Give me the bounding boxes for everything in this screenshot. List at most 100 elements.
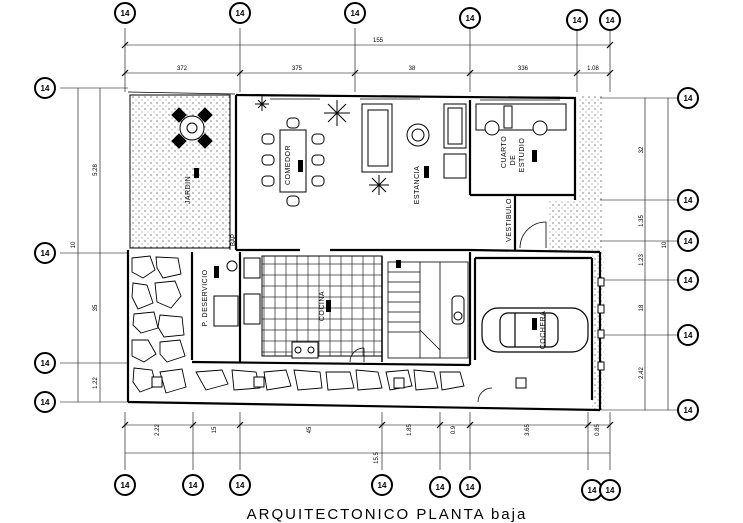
svg-text:14: 14 xyxy=(41,249,50,258)
axis-bubble: 14 xyxy=(371,474,393,496)
room-label-estancia: ESTANCIA xyxy=(414,166,421,205)
svg-text:14: 14 xyxy=(121,9,130,18)
room-markers xyxy=(194,150,537,330)
axis-bubble: 14 xyxy=(182,474,204,496)
svg-text:14: 14 xyxy=(684,94,693,103)
axis-bubble: 14 xyxy=(566,9,588,31)
svg-text:14: 14 xyxy=(41,398,50,407)
dim-top-part: 372 xyxy=(177,66,188,72)
axis-bubble: 14 xyxy=(677,189,699,211)
dim-top-part: 336 xyxy=(518,66,529,72)
stair xyxy=(387,261,469,359)
plant-icon xyxy=(324,100,350,126)
room-label-de: DE xyxy=(510,155,517,166)
svg-text:14: 14 xyxy=(573,16,582,25)
side-yard xyxy=(578,95,603,250)
svg-text:14: 14 xyxy=(236,9,245,18)
dim-right-part: 1.35 xyxy=(639,215,645,227)
dim-right-overall: 10 xyxy=(662,241,668,248)
walls xyxy=(126,93,602,412)
dimension-lines xyxy=(60,28,685,470)
svg-text:14: 14 xyxy=(41,359,50,368)
dim-bottom-part: 0.9 xyxy=(451,425,457,434)
svg-text:14: 14 xyxy=(684,331,693,340)
axis-bubble: 14 xyxy=(677,269,699,291)
dim-bottom-part: 45 xyxy=(307,426,313,433)
plant-icon xyxy=(369,175,389,195)
room-label-estudio: ESTUDIO xyxy=(519,138,526,173)
axis-bubble: 14 xyxy=(34,77,56,99)
dim-top-part: 38 xyxy=(409,66,416,72)
dim-bottom-part: 2.22 xyxy=(155,424,161,436)
axis-bubble: 14 xyxy=(229,474,251,496)
axis-bubble: 14 xyxy=(677,230,699,252)
garden-table xyxy=(171,107,213,149)
dim-bottom-part: 1.85 xyxy=(407,424,413,436)
living-sofas xyxy=(361,103,467,179)
dim-left-part: 1.22 xyxy=(93,377,99,389)
dining-table xyxy=(261,117,325,207)
dim-bottom-part: 15 xyxy=(212,426,218,433)
dim-left-part: 5.28 xyxy=(93,164,99,176)
side-yard xyxy=(548,200,578,250)
axis-bubbles: 14 14 14 14 14 14 14 14 14 14 14 14 14 1… xyxy=(34,2,699,501)
axis-bubble: 14 xyxy=(677,87,699,109)
dim-right-part: 18 xyxy=(639,304,645,311)
dim-bottom-part: 0.85 xyxy=(595,424,601,436)
level-markers xyxy=(151,277,605,389)
room-label-jardin: JARDIN xyxy=(185,176,192,204)
kitchen-tile-floor xyxy=(261,255,383,357)
axis-bubble: 14 xyxy=(34,391,56,413)
axis-bubble: 14 xyxy=(599,479,621,501)
svg-text:14: 14 xyxy=(41,84,50,93)
axis-bubble: 14 xyxy=(599,9,621,31)
plant-icon xyxy=(255,97,269,111)
svg-text:14: 14 xyxy=(606,486,615,495)
svg-text:14: 14 xyxy=(189,481,198,490)
room-label-cochera: COCHERA xyxy=(540,311,547,350)
dim-top-part: 375 xyxy=(292,66,303,72)
axis-bubble: 14 xyxy=(459,476,481,498)
dim-bottom-overall: 15.5 xyxy=(374,452,380,464)
room-label-vestibulo: VESTIBULO xyxy=(506,198,513,242)
dimension-ticks xyxy=(121,41,614,429)
axis-bubble: 14 xyxy=(114,474,136,496)
svg-text:14: 14 xyxy=(606,16,615,25)
dim-top-part: 1.08 xyxy=(587,66,599,72)
svg-text:14: 14 xyxy=(466,14,475,23)
room-label-comedor: COMEDOR xyxy=(285,145,292,185)
dim-bottom-part: 3.65 xyxy=(525,424,531,436)
dim-right-part: 2.42 xyxy=(639,367,645,379)
svg-text:14: 14 xyxy=(684,196,693,205)
axis-bubble: 14 xyxy=(34,242,56,264)
svg-text:14: 14 xyxy=(236,481,245,490)
axis-bubble: 14 xyxy=(429,476,451,498)
svg-text:14: 14 xyxy=(351,9,360,18)
dim-left-part: 35 xyxy=(93,304,99,311)
svg-text:14: 14 xyxy=(121,481,130,490)
svg-text:14: 14 xyxy=(588,486,597,495)
axis-bubble: 14 xyxy=(114,2,136,24)
svg-text:14: 14 xyxy=(466,483,475,492)
axis-bubble: 14 xyxy=(34,352,56,374)
dim-right-part: 1.23 xyxy=(639,254,645,266)
dim-right-part: 32 xyxy=(639,146,645,153)
room-label-cocina: COCINA xyxy=(319,291,326,321)
thin-walls xyxy=(127,91,560,250)
axis-bubble: 14 xyxy=(229,2,251,24)
kitchen-fixtures xyxy=(213,257,465,359)
svg-text:14: 14 xyxy=(684,406,693,415)
room-label-bap: BAP xyxy=(231,234,237,246)
svg-text:14: 14 xyxy=(684,237,693,246)
axis-bubble: 14 xyxy=(459,7,481,29)
dim-top-overall: 155 xyxy=(373,38,384,44)
axis-bubble: 14 xyxy=(677,324,699,346)
stone-paving xyxy=(128,252,465,402)
room-label-cuarto: CUARTO xyxy=(501,136,508,168)
axis-bubble: 14 xyxy=(344,2,366,24)
svg-text:14: 14 xyxy=(684,276,693,285)
axis-bubble: 14 xyxy=(677,399,699,421)
door-swing xyxy=(349,221,547,403)
drawing-title: ARQUITECTONICO PLANTA baja xyxy=(247,506,528,523)
